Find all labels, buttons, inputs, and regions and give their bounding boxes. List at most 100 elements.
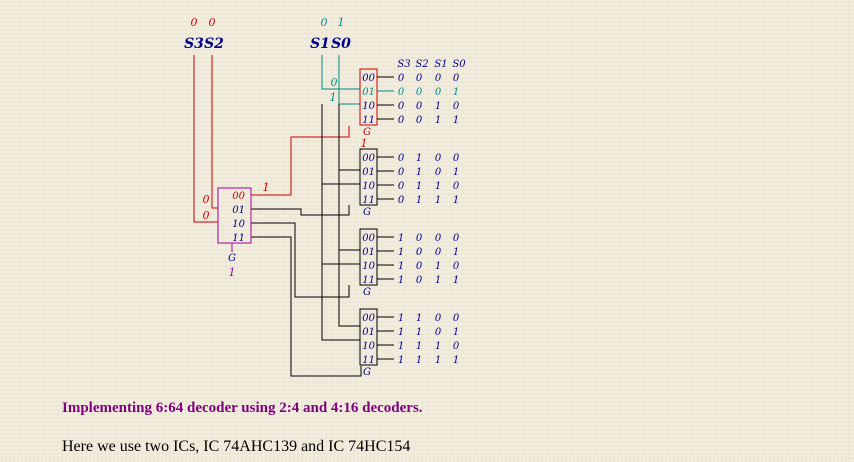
truth-table-header: S3 S2 S1 S0: [397, 59, 466, 70]
decoder-output-label: 11: [362, 355, 375, 366]
truth-value: 1: [416, 355, 422, 366]
truth-value: 1: [435, 261, 441, 272]
decoder-enable-label: G: [363, 207, 371, 218]
lower-input-value-1: 1: [330, 91, 337, 104]
truth-value: 0: [416, 101, 423, 112]
input-s3-value: 0: [191, 16, 198, 29]
decoder-output-label: 00: [362, 233, 375, 244]
truth-value: 1: [398, 275, 404, 286]
header-s2: S2: [415, 59, 428, 70]
truth-value: 1: [435, 341, 441, 352]
input-s0-value: 1: [338, 16, 345, 29]
decoder-4x16-box: [359, 68, 378, 126]
body-text: Here we use two ICs, IC 74AHC139 and IC …: [62, 438, 411, 455]
decoder-4x16-box: [359, 148, 378, 206]
truth-value: 0: [453, 181, 460, 192]
bus-wires: [251, 104, 362, 377]
truth-value: 0: [398, 167, 405, 178]
truth-value: 0: [398, 101, 405, 112]
truth-value: 0: [435, 87, 442, 98]
truth-value: 1: [416, 153, 422, 164]
truth-value: 0: [416, 247, 423, 258]
decoder-output-label: 10: [362, 341, 375, 352]
upper-input-value-0: 0: [203, 193, 210, 206]
truth-value: 0: [416, 233, 423, 244]
decoder-2x4-box: [217, 187, 252, 244]
decoder-2x4-enable-value: 1: [229, 266, 236, 279]
decoder-output-label: 00: [362, 313, 375, 324]
truth-value: 0: [416, 275, 423, 286]
truth-value: 0: [453, 153, 460, 164]
decoder-output-label: 00: [362, 153, 375, 164]
truth-value: 1: [416, 195, 422, 206]
truth-value: 1: [435, 101, 441, 112]
decoder-2x4-enable-label: G: [228, 253, 236, 264]
truth-value: 1: [453, 167, 459, 178]
truth-value: 0: [453, 73, 460, 84]
truth-value: 1: [453, 247, 459, 258]
truth-value: 1: [398, 355, 404, 366]
decoder-enable-label: G: [363, 367, 371, 378]
truth-value: 0: [435, 153, 442, 164]
truth-value: 1: [398, 261, 404, 272]
truth-value: 0: [398, 115, 405, 126]
decoder-diagram: 0 0 0 1 S3 S2 S1 S0 S3 S2 S1 S0 0 0 1 1 …: [184, 16, 466, 378]
input-s3-label: S3: [184, 36, 204, 52]
input-s2-label: S2: [204, 36, 224, 52]
header-s3: S3: [397, 59, 410, 70]
decoder-2x4-output-01: 01: [232, 205, 245, 216]
truth-value: 1: [398, 313, 404, 324]
truth-value: 0: [453, 261, 460, 272]
truth-value: 0: [398, 153, 405, 164]
lower-input-value-0: 0: [331, 76, 338, 89]
truth-value: 1: [398, 341, 404, 352]
truth-value: 1: [398, 247, 404, 258]
truth-value: 0: [435, 247, 442, 258]
decoder-output-label: 11: [362, 275, 375, 286]
truth-value: 0: [453, 101, 460, 112]
decoder-2x4-output-00: 00: [232, 191, 245, 202]
truth-value: 0: [416, 115, 423, 126]
truth-value: 0: [416, 87, 423, 98]
decoder-output-label: 01: [362, 167, 375, 178]
decoder-output-label: 00: [362, 73, 375, 84]
decoder-output-label: 11: [362, 195, 375, 206]
truth-value: 1: [398, 233, 404, 244]
truth-value: 0: [435, 233, 442, 244]
truth-value: 1: [453, 115, 459, 126]
decoder-output-label: 01: [362, 327, 375, 338]
truth-value: 0: [453, 313, 460, 324]
truth-value: 0: [453, 233, 460, 244]
header-s0: S0: [452, 59, 466, 70]
truth-value: 0: [398, 195, 405, 206]
truth-value: 1: [453, 195, 459, 206]
input-s0-label: S0: [331, 36, 351, 52]
truth-value: 1: [435, 355, 441, 366]
truth-value: 1: [416, 167, 422, 178]
decoder-output-label: 01: [362, 87, 375, 98]
truth-value: 0: [435, 313, 442, 324]
decoder-output-label: 10: [362, 261, 375, 272]
input-s1-label: S1: [310, 36, 330, 52]
header-s1: S1: [434, 59, 447, 70]
truth-value: 1: [435, 275, 441, 286]
truth-value: 1: [453, 87, 459, 98]
truth-value: 1: [453, 275, 459, 286]
decoder-4x16-box: [359, 228, 378, 286]
decoder-enable-label: G: [363, 287, 371, 298]
input-s1-value: 0: [321, 16, 328, 29]
truth-value: 0: [435, 167, 442, 178]
truth-value: 0: [398, 181, 405, 192]
active-output-value: 1: [263, 181, 270, 194]
truth-value: 0: [435, 73, 442, 84]
truth-value: 1: [416, 181, 422, 192]
truth-value: 0: [416, 261, 423, 272]
decoder-2x4-output-10: 10: [232, 219, 245, 230]
truth-value: 1: [435, 195, 441, 206]
decoder-4x16-box: [359, 308, 378, 366]
truth-value: 1: [435, 181, 441, 192]
